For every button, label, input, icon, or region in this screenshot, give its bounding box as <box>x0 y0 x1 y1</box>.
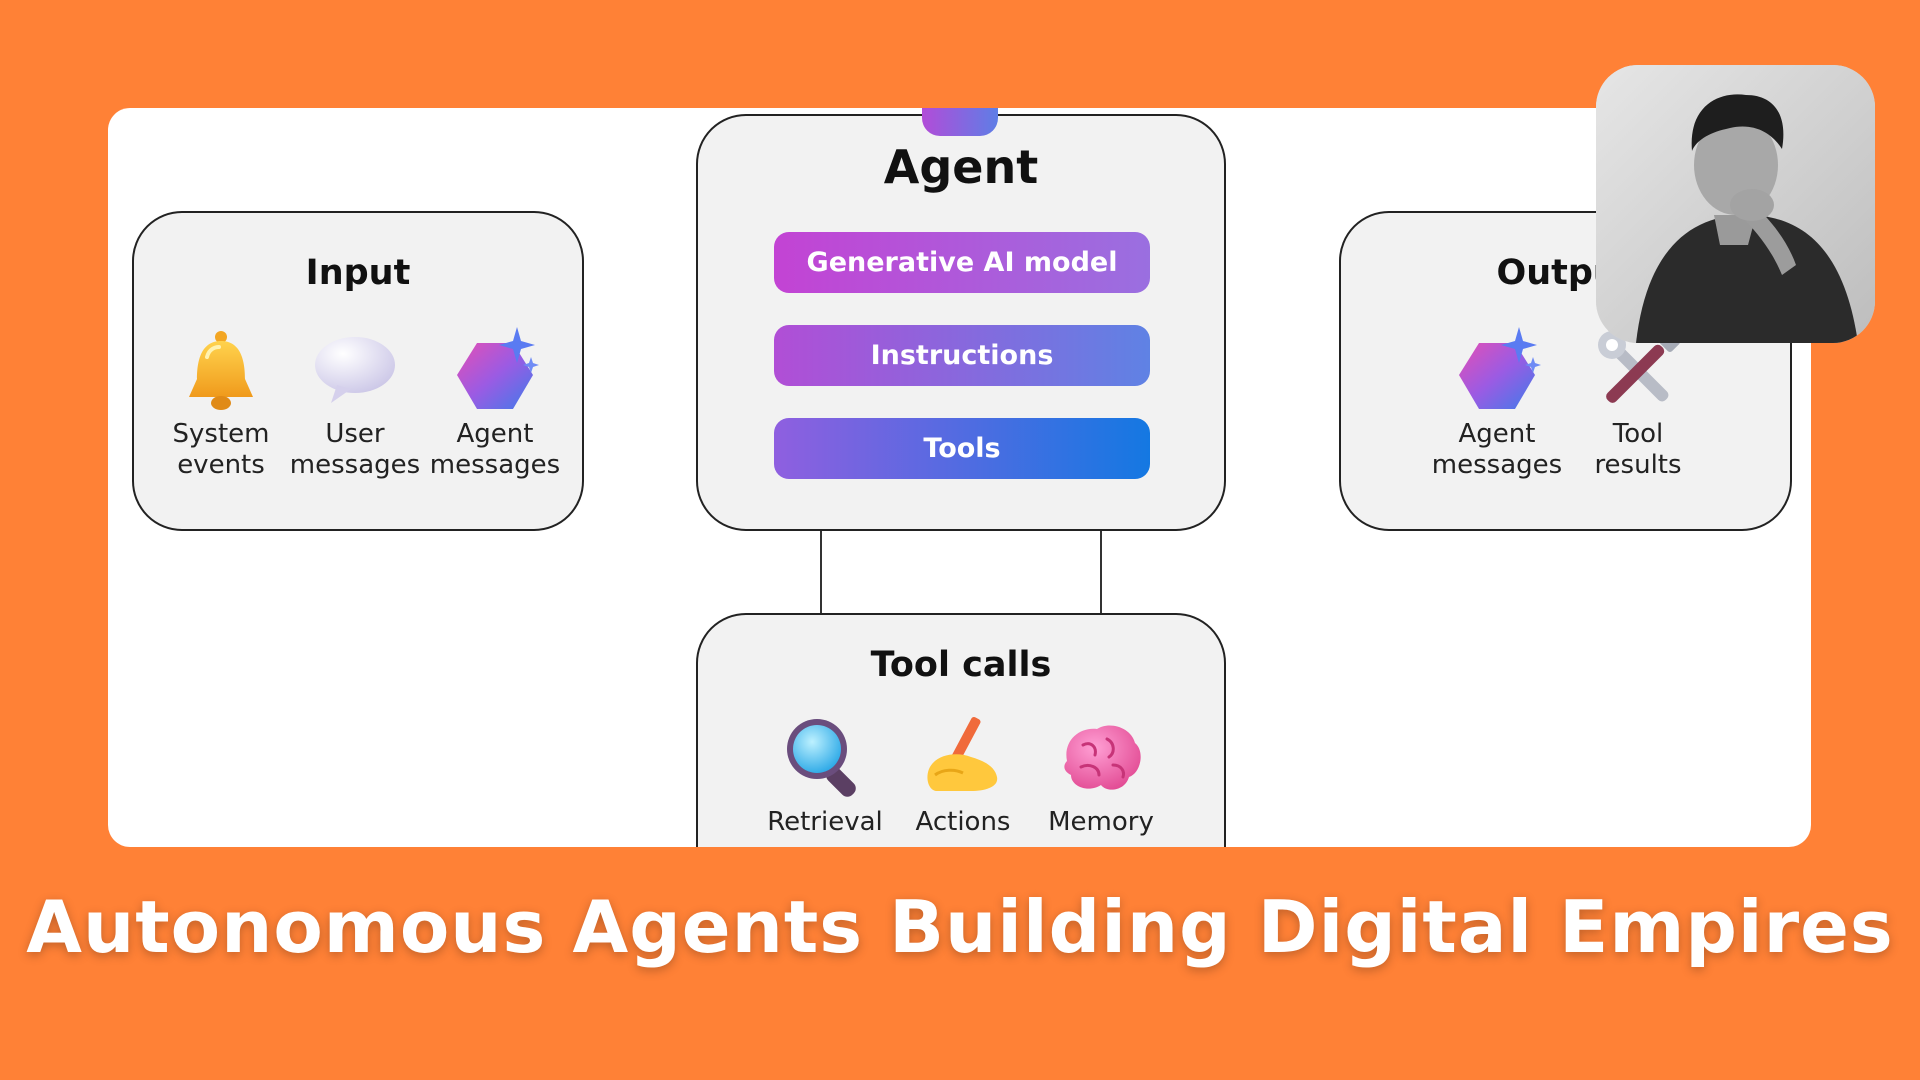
input-title: Input <box>305 253 411 293</box>
tool-calls-item-label: Retrieval <box>767 807 883 837</box>
agent-box-tab <box>922 108 998 136</box>
input-item-label-line1: System <box>172 419 270 449</box>
diagram-panel: Input System events <box>108 108 1811 847</box>
copilot-hexagon-icon <box>447 323 543 419</box>
copilot-hexagon-icon <box>1449 323 1545 419</box>
tool-calls-box: Tool calls Retrieval <box>696 613 1226 847</box>
speech-bubble-icon <box>307 323 403 419</box>
tool-calls-item-actions: Actions <box>888 711 1038 838</box>
tool-calls-item-memory: Memory <box>1026 711 1176 838</box>
tool-calls-item-label: Memory <box>1048 807 1154 837</box>
output-item-label-line1: Tool <box>1612 419 1664 449</box>
agent-title: Agent <box>883 140 1039 194</box>
output-item-label-line2: results <box>1594 450 1682 480</box>
video-caption: Autonomous Agents Building Digital Empir… <box>26 885 1894 969</box>
input-item-user-messages: User messages <box>280 323 430 481</box>
input-item-label-line2: messages <box>289 450 421 480</box>
agent-component-generative-ai-model: Generative AI model <box>774 232 1150 293</box>
output-item-label-line1: Agent <box>1458 419 1536 449</box>
tool-calls-title: Tool calls <box>870 645 1052 685</box>
input-item-system-events: System events <box>146 323 296 481</box>
bell-icon <box>173 323 269 419</box>
tool-calls-item-label: Actions <box>915 807 1011 837</box>
magnifying-glass-icon <box>777 711 873 807</box>
input-item-label-line2: messages <box>429 450 561 480</box>
agent-box: Agent Generative AI model Instructions T… <box>696 108 1226 531</box>
input-item-agent-messages: Agent messages <box>420 323 570 481</box>
input-item-label-line1: Agent <box>456 419 534 449</box>
writing-hand-icon <box>915 711 1011 807</box>
output-item-agent-messages: Agent messages <box>1422 323 1572 481</box>
presenter-photo <box>1596 65 1875 343</box>
tools-icon <box>1590 321 1686 419</box>
agent-component-tools: Tools <box>774 418 1150 479</box>
agent-component-instructions: Instructions <box>774 325 1150 386</box>
brain-icon <box>1053 711 1149 807</box>
tool-calls-item-retrieval: Retrieval <box>750 711 900 838</box>
input-item-label-line1: User <box>325 419 385 449</box>
input-box: Input System events <box>132 211 584 531</box>
input-item-label-line2: events <box>177 450 265 480</box>
output-item-tool-results: Tool results <box>1563 321 1713 481</box>
output-item-label-line2: messages <box>1431 450 1563 480</box>
